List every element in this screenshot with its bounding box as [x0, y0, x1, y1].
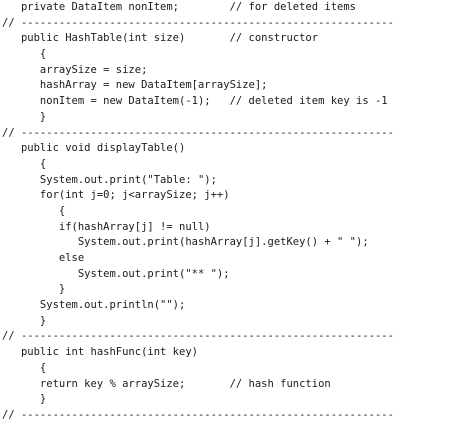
code-line-close-brace: } [2, 393, 47, 406]
separator-comment: // -------------------------------------… [2, 330, 394, 343]
code-line-print-key: System.out.print(hashArray[j].getKey() +… [2, 236, 369, 249]
code-line-hasharray-assign: hashArray = new DataItem[arraySize]; [2, 79, 268, 92]
code-line-close-brace: } [2, 314, 47, 327]
code-line-arraysize-assign: arraySize = size; [2, 63, 148, 76]
code-line-print-empty: System.out.print("** "); [2, 267, 230, 280]
code-line-open-brace: { [2, 48, 47, 61]
code-line-return-hash: return key % arraySize; // hash function [2, 377, 331, 390]
code-line-for-loop: for(int j=0; j<arraySize; j++) [2, 189, 230, 202]
code-line-nonitem-assign: nonItem = new DataItem(-1); // deleted i… [2, 95, 388, 108]
code-line-displaytable-signature: public void displayTable() [2, 142, 186, 155]
code-line-nonitem-field: private DataItem nonItem; // for deleted… [2, 1, 357, 13]
code-line-if-not-null: if(hashArray[j] != null) [2, 220, 211, 233]
code-line-print-table: System.out.print("Table: "); [2, 173, 217, 186]
separator-comment: // -------------------------------------… [2, 408, 394, 421]
code-line-else: else [2, 252, 85, 264]
code-line-open-brace: { [2, 157, 47, 170]
separator-comment: // -------------------------------------… [2, 126, 394, 139]
code-line-close-brace: } [2, 110, 47, 123]
separator-comment: // -------------------------------------… [2, 16, 394, 29]
code-line-close-brace: } [2, 283, 66, 296]
code-line-hashfunc-signature: public int hashFunc(int key) [2, 346, 198, 359]
code-line-println: System.out.println(""); [2, 299, 186, 312]
code-line-open-brace: { [2, 361, 47, 374]
code-line-open-brace: { [2, 204, 66, 217]
code-line-constructor-signature: public HashTable(int size) // constructo… [2, 32, 319, 45]
